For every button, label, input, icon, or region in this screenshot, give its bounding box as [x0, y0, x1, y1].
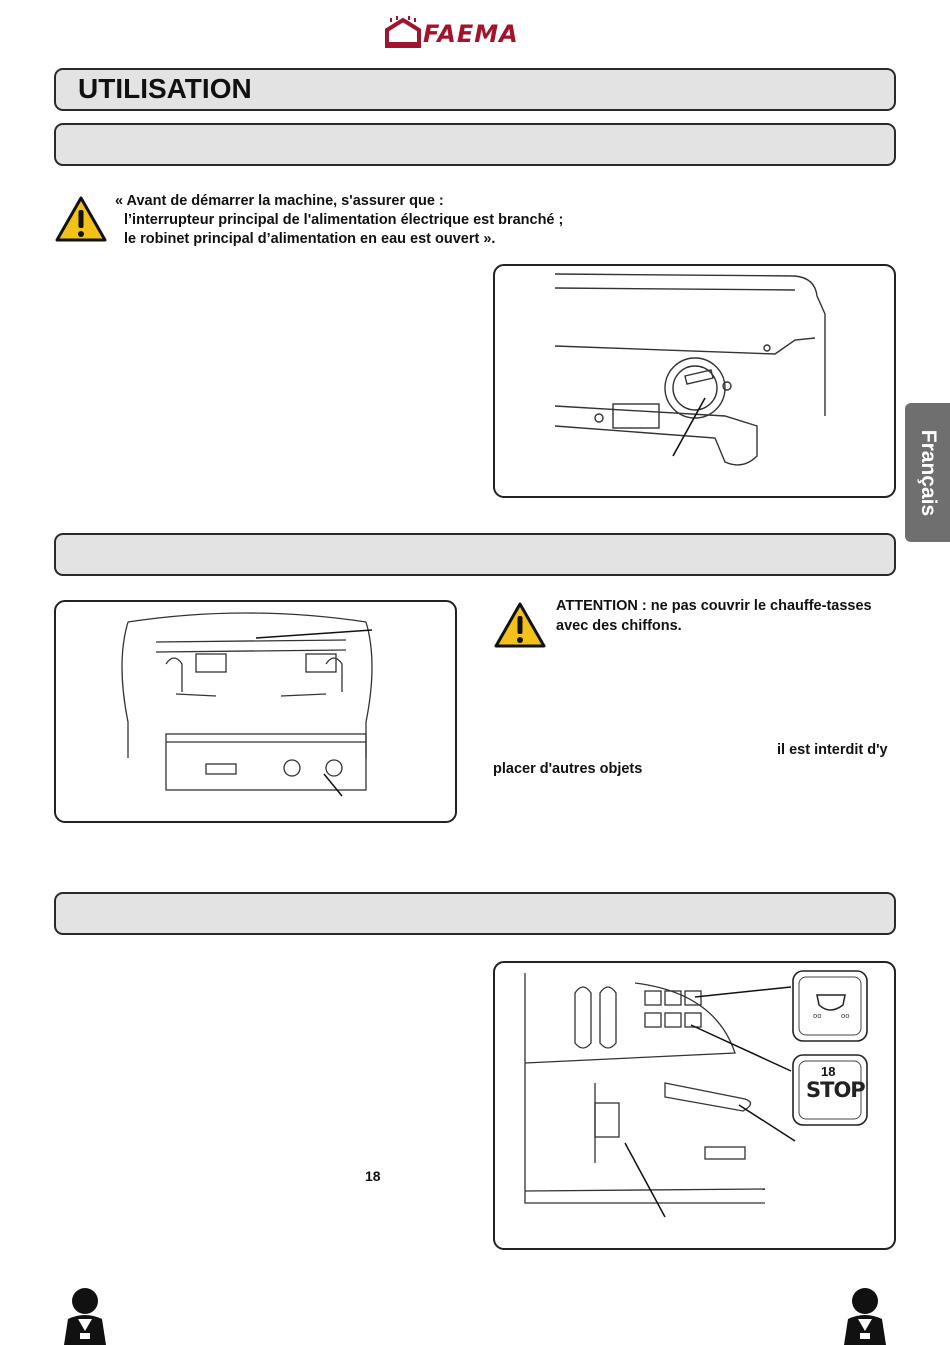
section-bar-1 — [54, 123, 896, 166]
language-tab[interactable]: Français — [905, 403, 950, 542]
main-switch-figure — [493, 264, 896, 498]
display-icon: oo oo — [792, 970, 868, 1042]
section-bar-2 — [54, 533, 896, 576]
svg-text:oo: oo — [813, 1012, 822, 1020]
warning-triangle-icon — [55, 196, 107, 242]
main-switch-illustration — [554, 273, 826, 466]
control-panel-figure: oo oo 18 STOP — [493, 961, 896, 1250]
logo-text: FAEMA — [423, 20, 519, 48]
barista-mascot-icon — [844, 1288, 886, 1345]
warning2-line2: avec des chiffons. — [556, 618, 682, 634]
warning2-line3: il est interdit d'y — [777, 742, 888, 758]
section-header-bar: UTILISATION — [54, 68, 896, 111]
panel-number-label: 18 — [821, 1064, 836, 1079]
warning1-line1: « Avant de démarrer la machine, s'assure… — [115, 193, 444, 209]
warning-triangle-icon — [494, 602, 546, 648]
group-illustration: oo oo — [524, 970, 868, 1218]
svg-text:oo: oo — [841, 1012, 850, 1020]
cup-warmer-figure — [54, 600, 457, 823]
faema-logo: FAEMA — [383, 16, 567, 50]
warning1-line2: l’interrupteur principal de l'alimentati… — [124, 212, 564, 228]
page-reference: 18 — [365, 1168, 381, 1184]
stop-label: STOP — [806, 1078, 866, 1102]
language-tab-label: Français — [916, 429, 940, 516]
espresso-machine-illustration — [121, 612, 373, 797]
barista-mascot-icon — [64, 1288, 106, 1345]
warning2-line4: placer d'autres objets — [493, 761, 643, 777]
warning2-line1: ATTENTION : ne pas couvrir le chauffe-ta… — [556, 598, 872, 614]
section-bar-3 — [54, 892, 896, 935]
warning1-line3: le robinet principal d’alimentation en e… — [124, 231, 496, 247]
logo-crown-icon — [385, 16, 421, 48]
stop-button-icon — [792, 1054, 868, 1126]
page-title: UTILISATION — [78, 73, 252, 104]
